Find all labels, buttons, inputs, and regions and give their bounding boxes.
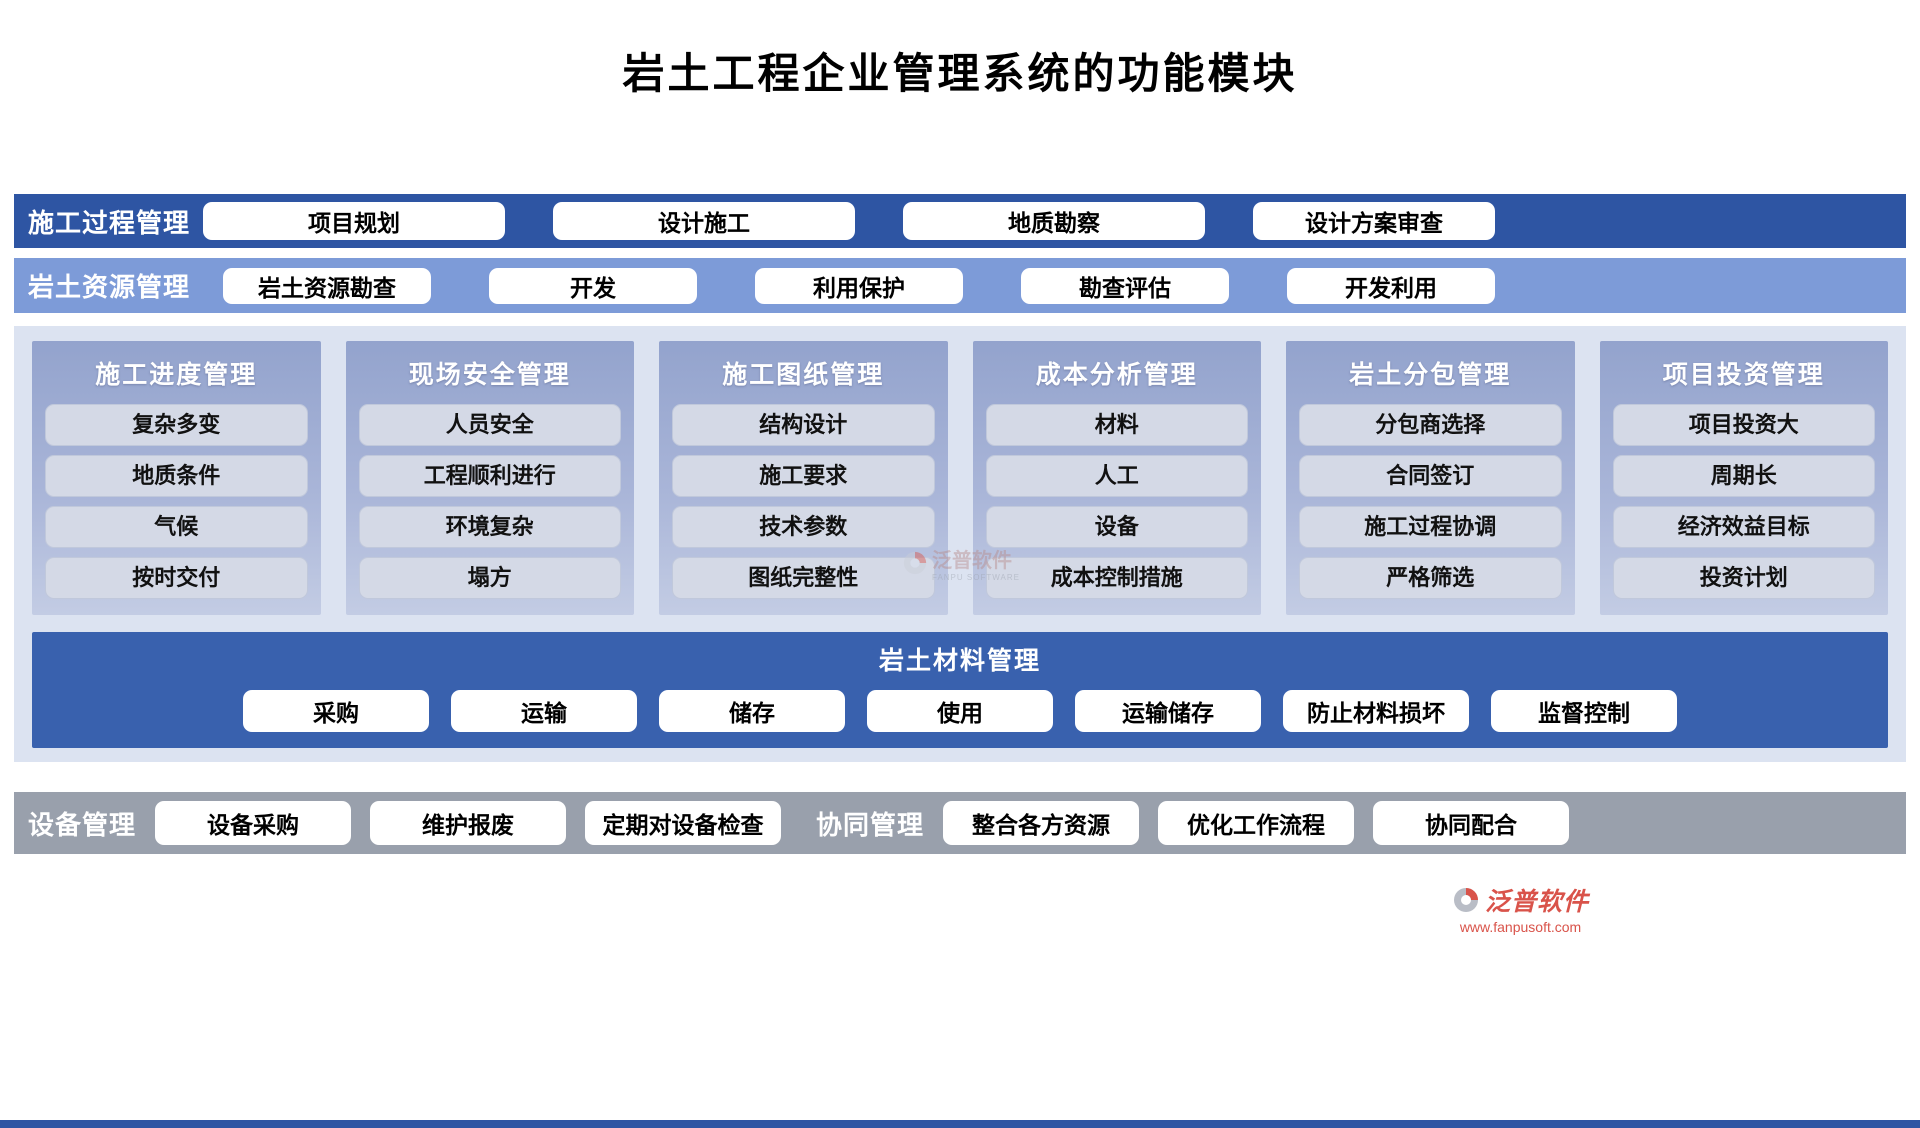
- module-column-4: 岩土分包管理分包商选择合同签订施工过程协调严格筛选: [1286, 341, 1575, 615]
- footer-strip: [0, 1120, 1920, 1128]
- module-column-1: 现场安全管理人员安全工程顺利进行环境复杂塌方: [345, 341, 634, 615]
- material-node-6: 监督控制: [1491, 690, 1677, 732]
- resource-management-band: 岩土资源管理 岩土资源勘查 开发 利用保护 勘查评估 开发利用: [14, 258, 1906, 313]
- equipment-collaboration-band: 设备管理设备采购维护报废定期对设备检查 协同管理整合各方资源优化工作流程协同配合: [14, 792, 1906, 854]
- bottom-group-1-node-2: 协同配合: [1373, 801, 1570, 845]
- material-node-2: 储存: [659, 690, 845, 732]
- column-0-item-2: 气候: [45, 506, 308, 548]
- page: 岩土工程企业管理系统的功能模块 施工过程管理 项目规划 设计施工 地质勘察 设计方案审…: [0, 48, 1920, 1128]
- bottom-group-label-1: 协同管理: [816, 810, 925, 840]
- module-column-3: 成本分析管理材料人工设备成本控制措施: [972, 341, 1261, 615]
- column-title-1: 现场安全管理: [408, 362, 571, 389]
- resource-node-4: 开发利用: [1287, 267, 1495, 304]
- column-5-item-3: 投资计划: [1612, 557, 1875, 599]
- column-5-item-2: 经济效益目标: [1612, 506, 1875, 548]
- fanpu-logo-icon: [1454, 888, 1478, 912]
- material-band-items: 采购运输储存使用运输储存防止材料损坏监督控制: [72, 690, 1848, 732]
- module-column-2: 施工图纸管理结构设计施工要求技术参数图纸完整性: [659, 341, 948, 615]
- column-3-item-2: 设备: [985, 506, 1248, 548]
- column-title-0: 施工进度管理: [95, 362, 258, 389]
- column-1-item-2: 环境复杂: [358, 506, 621, 548]
- column-2-item-3: 图纸完整性: [672, 557, 935, 599]
- module-columns: 施工进度管理复杂多变地质条件气候按时交付现场安全管理人员安全工程顺利进行环境复杂…: [32, 341, 1888, 615]
- process-management-band: 施工过程管理 项目规划 设计施工 地质勘察 设计方案审查: [14, 194, 1906, 248]
- process-node-0: 项目规划: [203, 202, 505, 240]
- material-node-4: 运输储存: [1075, 690, 1261, 732]
- resource-node-1: 开发: [489, 267, 697, 304]
- column-1-item-0: 人员安全: [358, 404, 621, 446]
- column-1-item-3: 塌方: [358, 557, 621, 599]
- bottom-group-1-node-0: 整合各方资源: [943, 801, 1140, 845]
- column-4-item-0: 分包商选择: [1299, 404, 1562, 446]
- column-3-item-0: 材料: [985, 404, 1248, 446]
- material-node-3: 使用: [867, 690, 1053, 732]
- column-0-item-1: 地质条件: [45, 455, 308, 497]
- process-node-3: 设计方案审查: [1253, 202, 1495, 240]
- column-2-item-0: 结构设计: [672, 404, 935, 446]
- column-5-item-1: 周期长: [1612, 455, 1875, 497]
- column-title-3: 成本分析管理: [1035, 362, 1198, 389]
- bottom-group-label-0: 设备管理: [28, 810, 137, 840]
- column-4-item-2: 施工过程协调: [1299, 506, 1562, 548]
- bottom-group-0-node-0: 设备采购: [155, 801, 352, 845]
- column-title-4: 岩土分包管理: [1349, 362, 1512, 389]
- resource-band-label: 岩土资源管理: [28, 273, 191, 302]
- process-node-2: 地质勘察: [903, 202, 1205, 240]
- fanpu-logo-website: www.fanpusoft.com: [1459, 919, 1582, 935]
- resource-node-3: 勘查评估: [1021, 267, 1229, 304]
- column-2-item-1: 施工要求: [672, 455, 935, 497]
- module-column-5: 项目投资管理项目投资大周期长经济效益目标投资计划: [1599, 341, 1888, 615]
- module-column-0: 施工进度管理复杂多变地质条件气候按时交付: [32, 341, 321, 615]
- material-node-5: 防止材料损坏: [1283, 690, 1469, 732]
- column-3-item-3: 成本控制措施: [985, 557, 1248, 599]
- material-node-0: 采购: [243, 690, 429, 732]
- column-0-item-0: 复杂多变: [45, 404, 308, 446]
- column-title-5: 项目投资管理: [1662, 362, 1825, 389]
- resource-band-items: 岩土资源勘查 开发 利用保护 勘查评估 开发利用: [223, 267, 1495, 304]
- column-4-item-3: 严格筛选: [1299, 557, 1562, 599]
- column-3-item-1: 人工: [985, 455, 1248, 497]
- fanpu-logo-brand: 泛普软件: [1485, 889, 1590, 916]
- process-band-items: 项目规划 设计施工 地质勘察 设计方案审查: [203, 202, 1495, 240]
- process-node-1: 设计施工: [553, 202, 855, 240]
- fanpu-logo: 泛普软件 www.fanpusoft.com: [1452, 882, 1589, 935]
- resource-node-2: 利用保护: [755, 267, 963, 304]
- bottom-group-1-node-1: 优化工作流程: [1158, 801, 1355, 845]
- column-title-2: 施工图纸管理: [722, 362, 885, 389]
- column-1-item-1: 工程顺利进行: [358, 455, 621, 497]
- column-4-item-1: 合同签订: [1299, 455, 1562, 497]
- material-band-title: 岩土材料管理: [878, 648, 1041, 675]
- column-5-item-0: 项目投资大: [1612, 404, 1875, 446]
- material-management-band: 岩土材料管理 采购运输储存使用运输储存防止材料损坏监督控制: [32, 632, 1888, 748]
- process-band-label: 施工过程管理: [28, 208, 191, 238]
- module-columns-section: 施工进度管理复杂多变地质条件气候按时交付现场安全管理人员安全工程顺利进行环境复杂…: [14, 326, 1906, 762]
- column-0-item-3: 按时交付: [45, 557, 308, 599]
- material-node-1: 运输: [451, 690, 637, 732]
- bottom-group-0-node-2: 定期对设备检查: [585, 801, 782, 845]
- resource-node-0: 岩土资源勘查: [223, 267, 431, 304]
- page-title: 岩土工程企业管理系统的功能模块: [622, 52, 1298, 98]
- column-2-item-2: 技术参数: [672, 506, 935, 548]
- bottom-group-0-node-1: 维护报废: [370, 801, 567, 845]
